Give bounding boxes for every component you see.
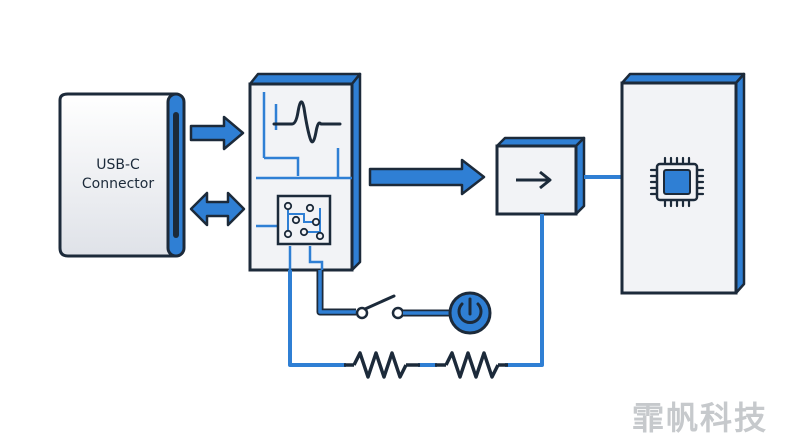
arrow-right-icon	[189, 115, 245, 151]
usb-c-label-line-2: Connector	[81, 176, 155, 192]
device-block	[620, 72, 746, 295]
resistor-icon	[435, 351, 508, 379]
switch-matrix-icon	[276, 194, 332, 246]
controller-block	[248, 72, 362, 272]
resistor-icon	[344, 351, 420, 379]
watermark: 霏帆科技	[632, 399, 769, 437]
arrow-right-icon	[516, 170, 552, 190]
chip-icon	[649, 156, 705, 208]
buffer-block	[495, 136, 586, 216]
usb-c-connector-label: USB-C Connector	[62, 156, 174, 194]
usb-c-label-line-1: USB-C	[96, 157, 140, 173]
power-icon	[448, 291, 492, 335]
bidirectional-arrow-icon	[189, 191, 246, 227]
arrow-right-icon	[368, 158, 486, 196]
usb-c-connector	[58, 92, 186, 258]
switch-icon	[355, 294, 405, 320]
waveform-icon	[272, 100, 342, 144]
